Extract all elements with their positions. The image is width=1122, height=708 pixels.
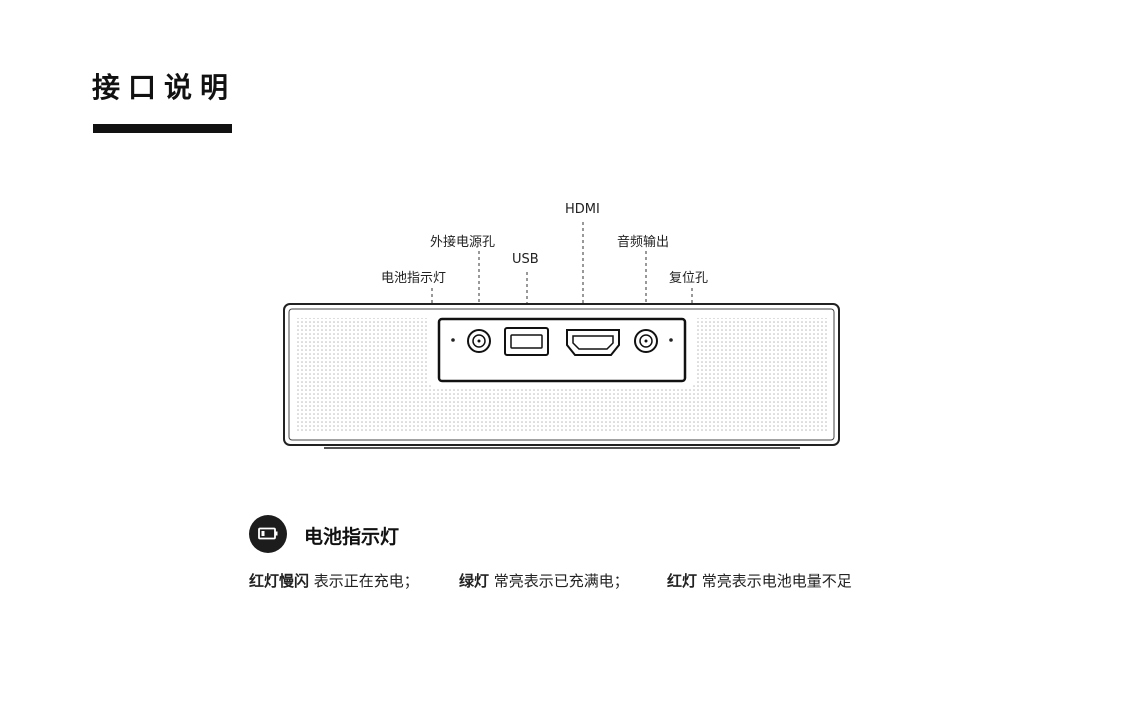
page-title: 接口说明 <box>92 71 237 104</box>
label-hdmi: HDMI <box>565 202 600 217</box>
reset-hole <box>669 338 673 342</box>
legend-text: 常亮表示电池电量不足 <box>701 572 852 590</box>
indicator-led <box>451 338 455 342</box>
label-reset-hole: 复位孔 <box>669 271 709 286</box>
legend-state: 红灯 <box>667 572 698 590</box>
legend-item-charging: 红灯慢闪 表示正在充电； <box>249 570 419 591</box>
legend-item-low: 红灯 常亮表示电池电量不足 <box>667 570 852 591</box>
legend-state: 红灯慢闪 <box>249 572 310 590</box>
label-usb: USB <box>512 252 539 267</box>
legend-item-full: 绿灯 常亮表示已充满电； <box>459 570 629 591</box>
legend-title: 电池指示灯 <box>304 526 400 548</box>
label-battery-indicator: 电池指示灯 <box>381 271 447 286</box>
title-underline <box>93 124 232 133</box>
battery-icon <box>258 527 278 540</box>
legend-text: 表示正在充电； <box>313 572 419 590</box>
legend-state: 绿灯 <box>459 572 490 590</box>
label-audio-out: 音频输出 <box>617 235 670 250</box>
port-panel <box>437 317 687 383</box>
legend-text: 常亮表示已充满电； <box>493 572 629 590</box>
legend-icon-circle <box>249 515 287 553</box>
label-power-port: 外接电源孔 <box>430 235 496 250</box>
